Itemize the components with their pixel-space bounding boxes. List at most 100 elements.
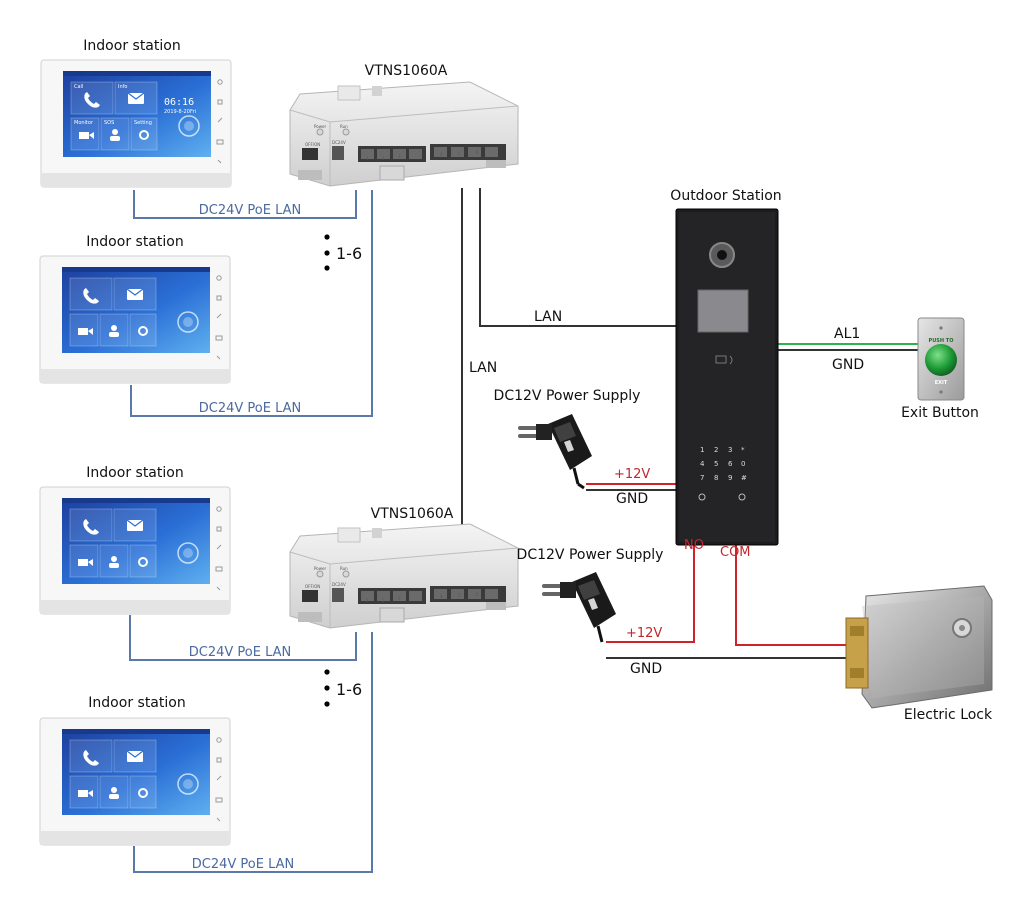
indoor-screen-text: 06:16 2019-8-20 Fri Call Info Monitor SO… <box>74 84 196 126</box>
switch-top: VTNS1060A Power Run OFF/ON DC24V <box>289 63 519 187</box>
keypad-key: 6 <box>728 460 733 468</box>
port-number: 5 <box>458 593 461 598</box>
port-number: 4 <box>440 594 443 599</box>
port-number: 4 <box>440 152 443 157</box>
poe-cables <box>129 190 373 873</box>
switch-power-label: Power <box>314 124 326 129</box>
keypad-key: 3 <box>728 446 732 454</box>
port-number: 6 <box>476 150 479 155</box>
exit-button: PUSH TO EXIT Exit Button <box>901 317 979 421</box>
poe-cable-4 <box>133 632 373 873</box>
com-cable <box>735 545 852 646</box>
exit-button-bottom-text: EXIT <box>935 380 948 386</box>
power-supply-top: DC12V Power Supply <box>494 388 641 490</box>
poe-cable-2 <box>130 190 373 417</box>
port-number: 3 <box>398 154 401 159</box>
port-number: 6 <box>476 592 479 597</box>
indoor-station-label: Indoor station <box>86 234 183 250</box>
electric-lock-label: Electric Lock <box>904 707 993 723</box>
exit-button-label: Exit Button <box>901 405 979 421</box>
range-label: 1-6 <box>336 244 362 263</box>
switch-offon-label: OFF/ON <box>305 142 320 147</box>
keypad-key: * <box>741 446 745 454</box>
outdoor-station: Outdoor Station 1 2 3 4 5 6 7 8 9 * 0 # <box>670 188 782 546</box>
lan-label-top: LAN <box>534 309 562 325</box>
red-cables <box>586 483 852 646</box>
switch-offon-label: OFF/ON <box>305 584 320 589</box>
keypad-key: 4 <box>700 460 705 468</box>
lan-label-vertical: LAN <box>469 360 497 376</box>
port-number: 5 <box>458 151 461 156</box>
range-marker-bottom: 1-6 <box>324 669 362 707</box>
electric-lock: Electric Lock <box>845 585 993 723</box>
outdoor-station-label: Outdoor Station <box>670 188 781 204</box>
port-number: 3 <box>398 596 401 601</box>
lan-cable-top <box>479 188 676 327</box>
switch-run-label: Run <box>340 566 348 571</box>
poe-cable-3 <box>129 615 357 661</box>
power-supply-label: DC12V Power Supply <box>517 547 664 563</box>
power-supply-bottom: DC12V Power Supply <box>517 547 664 644</box>
screen-date: 2019-8-20 <box>164 109 190 115</box>
keypad-key: 1 <box>700 446 704 454</box>
exit-push-icon <box>925 344 957 376</box>
keypad-key: # <box>741 474 747 482</box>
plus12v-label-bottom: +12V <box>626 626 662 641</box>
call-icon <box>738 493 746 501</box>
indoor-station-4: Indoor station DC24V PoE LAN <box>39 695 295 872</box>
connection-labels: LAN LAN AL1 GND +12V GND NO COM +12V GND <box>469 309 864 677</box>
switch-label: VTNS1060A <box>365 63 448 79</box>
switch-bottom: VTNS1060A Power Run OFF/ON DC24V <box>289 506 519 629</box>
port-number: 2 <box>382 598 385 603</box>
indoor-station-1: Indoor station DC24V PoE LAN <box>40 38 302 218</box>
tile-info: Info <box>118 84 127 90</box>
switch-dc24v-label: DC24V <box>332 140 346 145</box>
tile-monitor: Monitor <box>74 120 94 126</box>
exit-button-top-text: PUSH TO <box>929 338 954 344</box>
card-reader-icon <box>715 355 733 365</box>
keypad-key: 9 <box>728 474 732 482</box>
gnd-exit-label: GND <box>832 357 864 373</box>
key-icon <box>698 493 706 501</box>
no-label: NO <box>684 538 704 553</box>
power-supply-label: DC12V Power Supply <box>494 388 641 404</box>
keypad-key: 8 <box>714 474 718 482</box>
range-label: 1-6 <box>336 680 362 699</box>
poe-cable-label: DC24V PoE LAN <box>189 645 292 660</box>
no-cable <box>606 540 695 643</box>
indoor-station-2: Indoor station DC24V PoE LAN <box>39 234 302 416</box>
tile-sos: SOS <box>104 120 114 126</box>
indoor-station-3: Indoor station DC24V PoE LAN <box>39 465 292 660</box>
keypad: 1 2 3 4 5 6 7 8 9 * 0 # <box>700 446 747 482</box>
port-numbers-bottom: 1 2 3 4 5 6 <box>366 592 479 603</box>
switch-run-label: Run <box>340 124 348 129</box>
gnd-label-bottom: GND <box>630 661 662 677</box>
port-number: 1 <box>366 598 369 603</box>
gnd-label-top: GND <box>616 491 648 507</box>
port-number: 1 <box>366 156 369 161</box>
plus12v-label-top: +12V <box>614 467 650 482</box>
switch-label: VTNS1060A <box>371 506 454 522</box>
switch-power-label: Power <box>314 566 326 571</box>
tile-setting: Setting <box>134 120 152 126</box>
indoor-station-label: Indoor station <box>88 695 185 711</box>
keypad-key: 0 <box>741 460 745 468</box>
switch-dc24v-label: DC24V <box>332 582 346 587</box>
com-label: COM <box>720 545 751 560</box>
lan-cables <box>461 188 920 659</box>
poe-cable-label: DC24V PoE LAN <box>199 401 302 416</box>
keypad-key: 2 <box>714 446 718 454</box>
poe-cable-label: DC24V PoE LAN <box>192 857 295 872</box>
al1-label: AL1 <box>834 326 860 342</box>
port-numbers-top: 1 2 3 4 5 6 <box>366 150 479 161</box>
indoor-station-label: Indoor station <box>86 465 183 481</box>
keypad-key: 5 <box>714 460 718 468</box>
range-marker-top: 1-6 <box>324 234 362 271</box>
keypad-key: 7 <box>700 474 704 482</box>
poe-cable-label: DC24V PoE LAN <box>199 203 302 218</box>
indoor-station-label: Indoor station <box>83 38 180 54</box>
tile-call: Call <box>74 84 83 90</box>
poe-cable-1 <box>133 190 357 219</box>
outdoor-display <box>697 289 749 333</box>
